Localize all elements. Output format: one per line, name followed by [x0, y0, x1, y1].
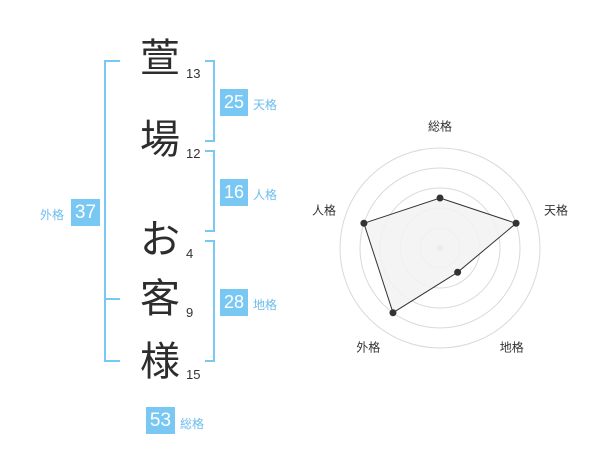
stroke-count-2: 12 — [186, 146, 201, 161]
gaikaku-bracket-tick — [104, 298, 120, 300]
radar-point-3 — [454, 268, 462, 276]
radar-axis-label-2: 天格 — [544, 203, 569, 218]
tenkaku-bracket — [205, 60, 215, 142]
stroke-count-4: 9 — [186, 305, 194, 320]
name-char-2: 場 — [140, 117, 180, 163]
radar-point-2 — [512, 219, 520, 227]
stroke-count-5: 15 — [186, 367, 201, 382]
radar-axis-label-3: 地格 — [499, 340, 524, 355]
radar-grid-ring-4 — [359, 167, 521, 329]
gaikaku-label: 外格 — [40, 208, 65, 222]
soukaku-value-badge: 53 — [146, 407, 175, 434]
chikaku-value-badge: 28 — [220, 289, 248, 316]
radar-value-polygon — [363, 197, 518, 314]
jinkaku-value-badge: 16 — [220, 179, 248, 206]
radar-axis-label-1: 総格 — [427, 119, 453, 134]
stroke-count-1: 13 — [186, 66, 201, 81]
name-char-1: 萱 — [140, 36, 180, 82]
name-char-5: 様 — [140, 339, 180, 385]
name-char-3: お — [140, 217, 180, 263]
jinkaku-bracket — [205, 150, 215, 232]
gaikaku-bracket — [104, 60, 120, 362]
gaikaku-value-badge: 37 — [71, 199, 100, 226]
tenkaku-label: 天格 — [253, 98, 278, 112]
radar-axis-label-5: 人格 — [311, 203, 336, 218]
stroke-count-3: 4 — [186, 246, 194, 261]
soukaku-label: 総格 — [180, 417, 205, 431]
tenkaku-value-badge: 25 — [220, 89, 248, 116]
chikaku-label: 地格 — [253, 298, 278, 312]
chikaku-bracket — [205, 240, 215, 362]
radar-point-4 — [389, 309, 397, 317]
radar-axis-label-4: 外格 — [356, 340, 381, 355]
name-char-4: 客 — [140, 276, 180, 322]
radar-point-5 — [360, 219, 368, 227]
radar-point-1 — [436, 194, 444, 202]
radar-grid-ring-5 — [339, 147, 541, 349]
jinkaku-label: 人格 — [253, 188, 278, 202]
